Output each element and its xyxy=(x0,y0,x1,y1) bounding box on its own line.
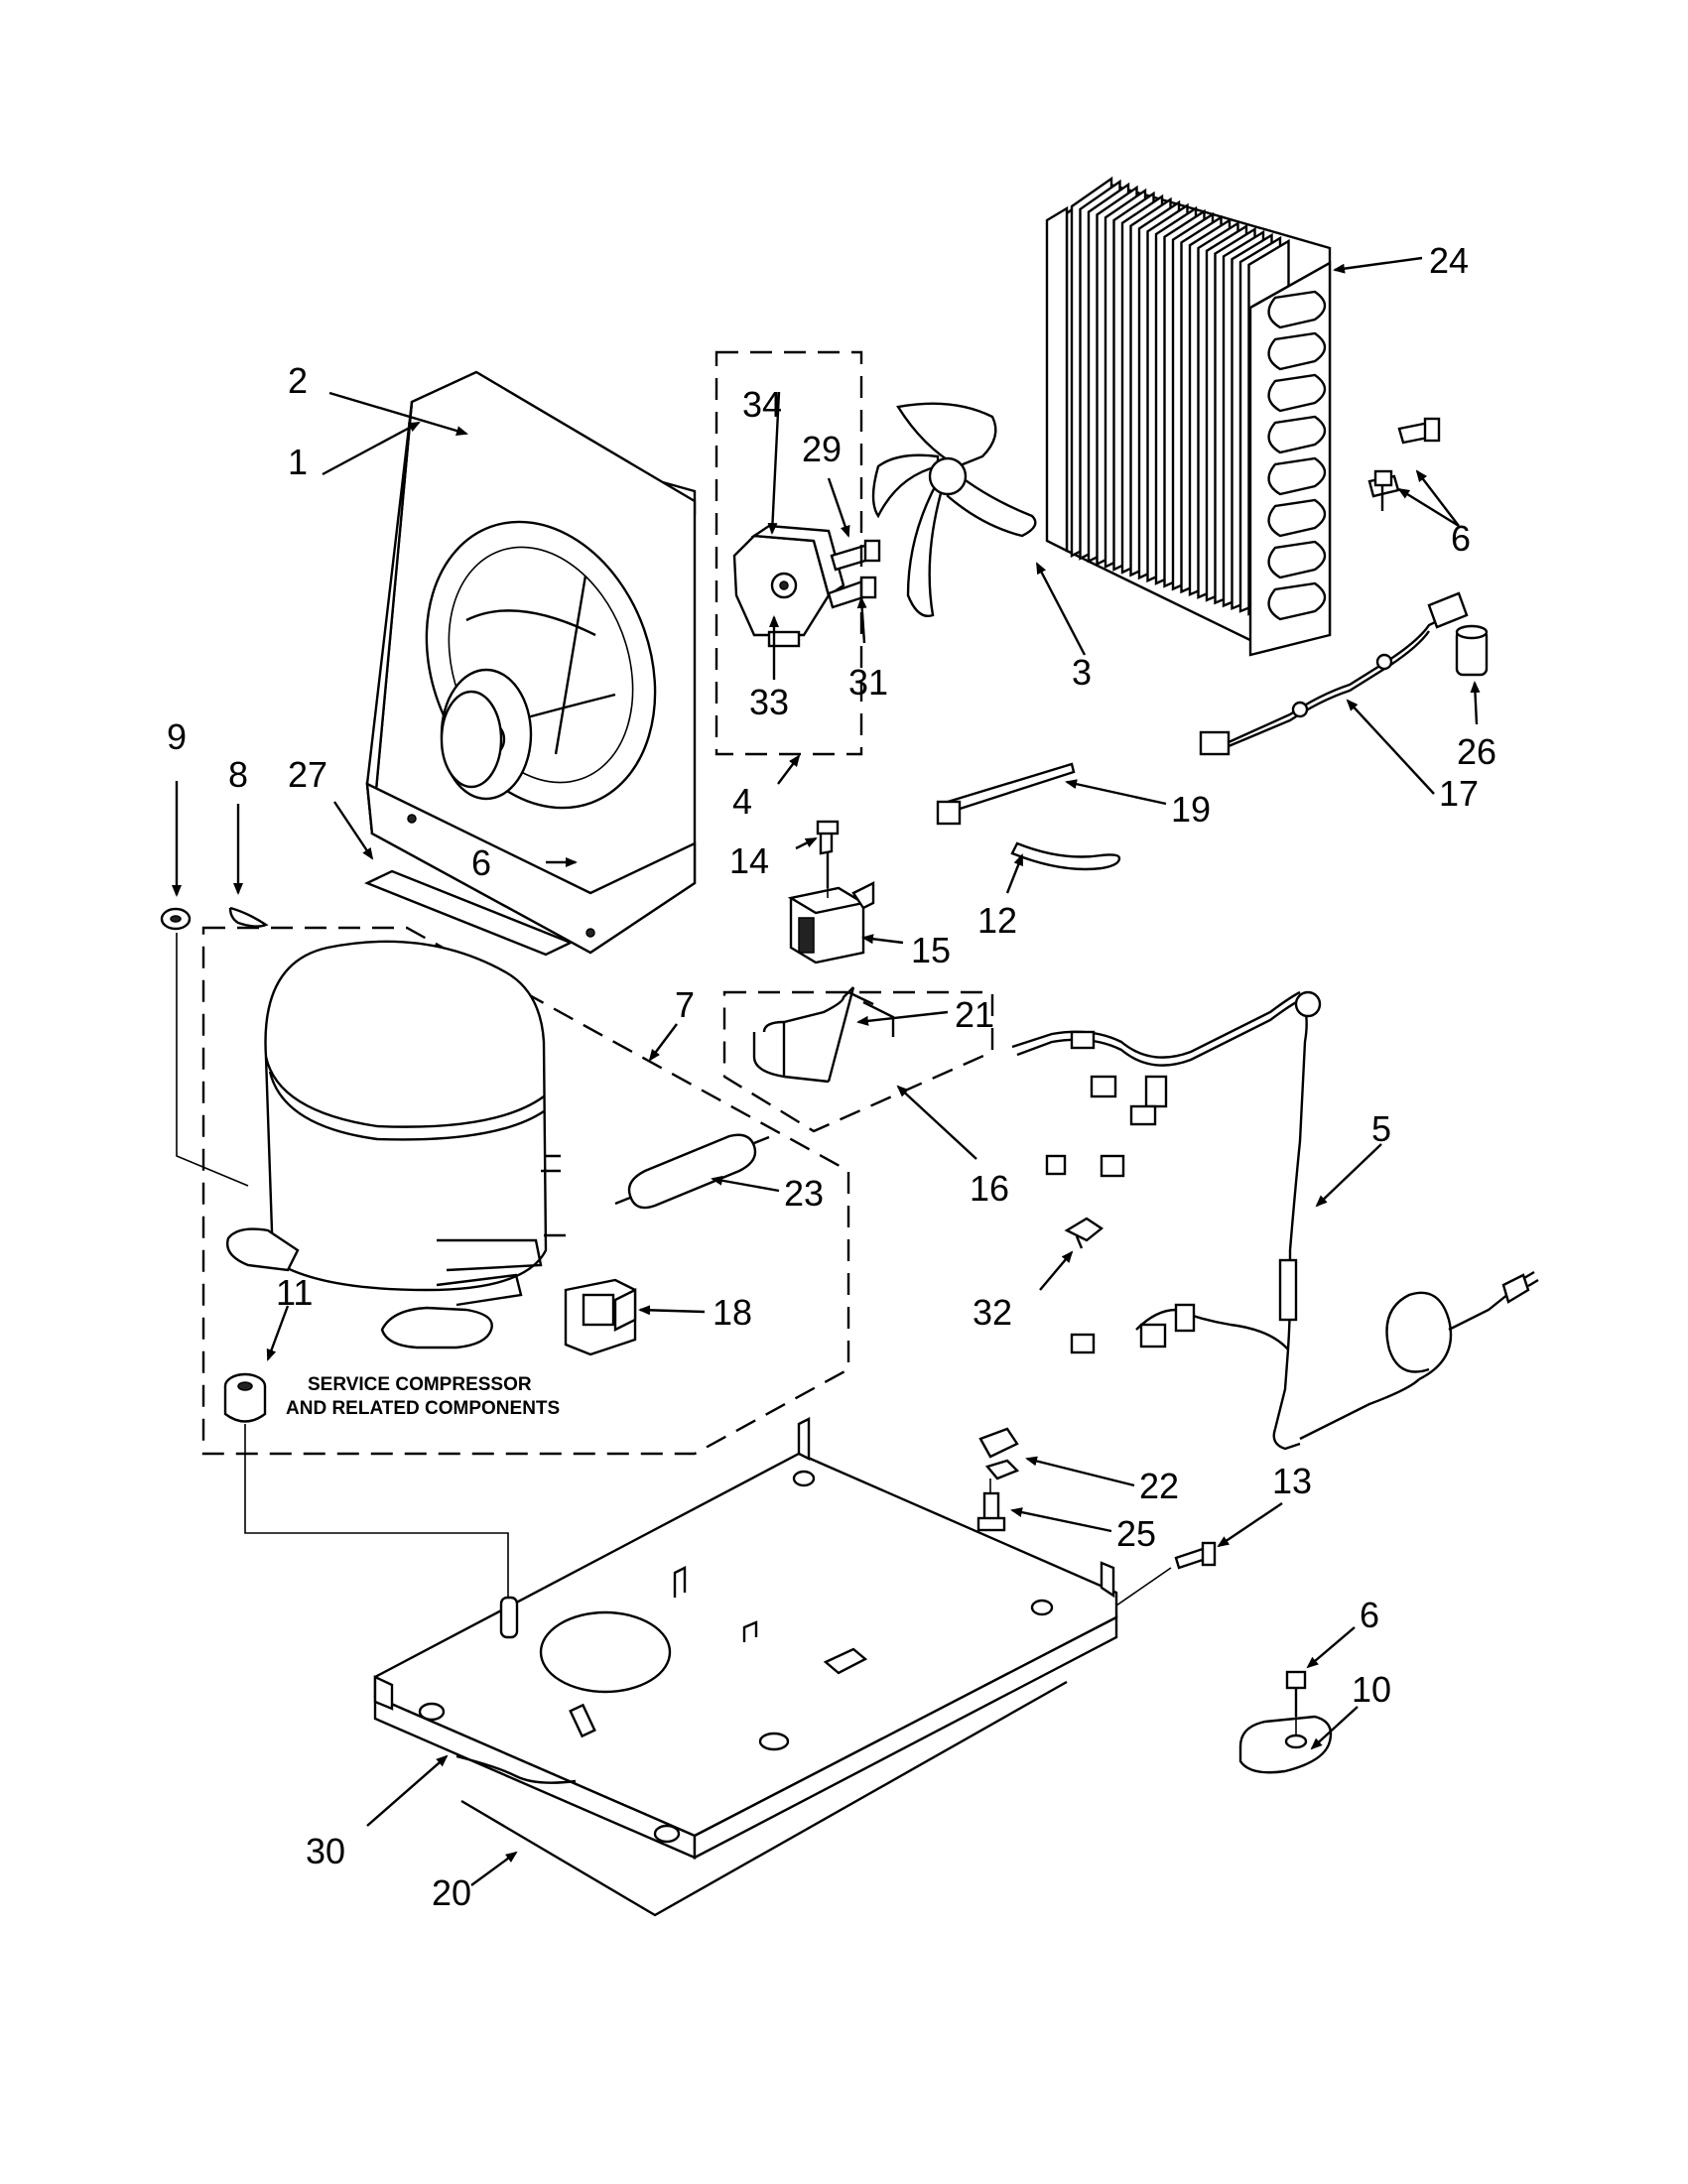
service-note-line-1: SERVICE COMPRESSOR xyxy=(308,1374,532,1395)
service-compressor-group xyxy=(201,926,850,1456)
screw-25-part xyxy=(976,1491,1006,1532)
callout-20: 20 xyxy=(432,1872,471,1913)
callout-34: 34 xyxy=(742,384,782,425)
service-note-line-2: AND RELATED COMPONENTS xyxy=(286,1398,560,1419)
callout-27: 27 xyxy=(288,754,327,795)
base-insulation-outline xyxy=(460,1680,1068,1917)
callout-4: 4 xyxy=(732,781,752,822)
screw-13-part xyxy=(1174,1541,1217,1570)
assembly-lines xyxy=(176,888,1297,1734)
grommet-9-part xyxy=(160,907,192,931)
callout-29: 29 xyxy=(802,429,842,469)
callout-30: 30 xyxy=(306,1831,345,1871)
insulation-27-part xyxy=(364,869,574,957)
fan-motor-4-group xyxy=(714,350,863,756)
callout-13: 13 xyxy=(1272,1461,1312,1501)
leader-lines xyxy=(172,256,1481,1886)
callout-18: 18 xyxy=(713,1292,752,1333)
capacitor-part xyxy=(1455,624,1489,677)
tube-part xyxy=(1010,841,1121,871)
callout-3: 3 xyxy=(1072,652,1092,693)
coil-bend xyxy=(1267,290,1327,329)
callout-5: 5 xyxy=(1371,1108,1391,1149)
callout-16: 16 xyxy=(970,1168,1009,1209)
fan-shroud-part xyxy=(365,370,697,955)
callout-11: 11 xyxy=(276,1272,313,1313)
callout-8: 8 xyxy=(228,754,248,795)
fan-blade-part xyxy=(871,402,1037,617)
clamp-part xyxy=(1238,1715,1333,1774)
screws-29-31 xyxy=(827,539,881,609)
callout-14: 14 xyxy=(729,840,769,881)
screw-10-part xyxy=(1285,1670,1307,1717)
callout-1: 1 xyxy=(288,442,308,482)
coil-bend xyxy=(1267,456,1327,496)
callout-25: 25 xyxy=(1116,1513,1156,1554)
callout-32: 32 xyxy=(973,1292,1012,1333)
callout-33: 33 xyxy=(749,682,789,722)
callout-6a: 6 xyxy=(1451,518,1471,559)
callout-2: 2 xyxy=(288,360,308,401)
callout-17: 17 xyxy=(1439,773,1479,814)
screws-coil xyxy=(1367,417,1441,511)
callout-24: 24 xyxy=(1429,240,1469,281)
callout-26: 26 xyxy=(1457,731,1496,772)
callout-21: 21 xyxy=(955,994,994,1035)
callout-31: 31 xyxy=(848,662,888,703)
base-pan-part xyxy=(373,1417,1118,1860)
coil-bend xyxy=(1267,498,1327,538)
callout-23: 23 xyxy=(784,1173,824,1214)
harness-17-part xyxy=(1199,591,1469,756)
wire-harness-5-part xyxy=(1011,990,1539,1451)
callout-labels: 1 2 3 4 5 6 6 6 7 8 9 10 11 12 13 14 15 … xyxy=(167,240,1496,1913)
cable-tie-part xyxy=(936,762,1076,826)
condenser-coil-part xyxy=(1045,176,1332,657)
callout-22: 22 xyxy=(1139,1466,1179,1506)
bracket-21-part xyxy=(752,986,895,1084)
relay-15-part xyxy=(787,820,875,964)
callout-6c: 6 xyxy=(1360,1595,1379,1635)
callout-6b: 6 xyxy=(471,842,491,883)
coil-bend xyxy=(1267,331,1327,371)
clip-8-part xyxy=(228,906,269,928)
callout-15: 15 xyxy=(911,930,951,970)
clip-22-part xyxy=(978,1427,1020,1480)
callout-12: 12 xyxy=(977,900,1017,941)
clip-32-part xyxy=(1064,1217,1104,1249)
callout-7: 7 xyxy=(675,984,695,1025)
coil-bend xyxy=(1267,373,1327,413)
coil-bend xyxy=(1267,581,1327,621)
coil-bend xyxy=(1267,540,1327,579)
callout-19: 19 xyxy=(1171,789,1211,830)
bracket-16-group xyxy=(722,990,994,1133)
fan-motor-part xyxy=(732,524,845,648)
callout-9: 9 xyxy=(167,716,187,757)
callout-10: 10 xyxy=(1352,1669,1391,1710)
coil-bend xyxy=(1267,415,1327,454)
